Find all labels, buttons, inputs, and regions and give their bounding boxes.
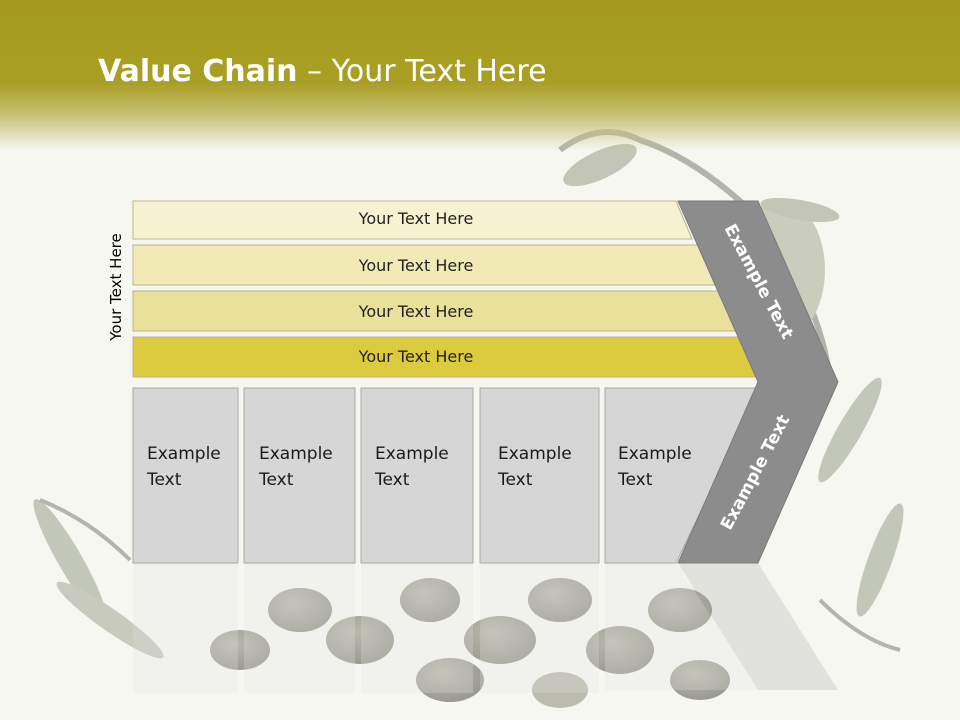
- box-4-line-2: Text: [497, 470, 533, 490]
- band-1[interactable]: [132, 200, 693, 240]
- box-1[interactable]: [132, 387, 239, 564]
- box-5-line-1: Example: [618, 444, 692, 464]
- title-bar: [0, 0, 960, 150]
- band-4-label: Your Text Here: [358, 347, 474, 366]
- band-2-label: Your Text Here: [358, 256, 474, 275]
- title-bold: Value Chain: [98, 54, 298, 89]
- box-2-line-1: Example: [259, 444, 333, 464]
- box-5[interactable]: [604, 387, 761, 564]
- band-1-label: Your Text Here: [358, 209, 474, 228]
- box-2[interactable]: [243, 387, 356, 564]
- box-3[interactable]: [360, 387, 474, 564]
- diagram-reflection: [133, 563, 838, 693]
- box-5-line-2: Text: [617, 470, 653, 490]
- box-3-line-1: Example: [375, 444, 449, 464]
- box-1-line-2: Text: [146, 470, 182, 490]
- box-4[interactable]: [479, 387, 600, 564]
- box-1-line-1: Example: [147, 444, 221, 464]
- box-2-line-2: Text: [258, 470, 294, 490]
- box-4-line-1: Example: [498, 444, 572, 464]
- slide-title[interactable]: Value Chain – Your Text Here: [98, 54, 547, 89]
- box-3-line-2: Text: [374, 470, 410, 490]
- chevron-arrow[interactable]: [677, 200, 839, 564]
- title-rest: – Your Text Here: [297, 54, 547, 89]
- band-3-label: Your Text Here: [358, 302, 474, 321]
